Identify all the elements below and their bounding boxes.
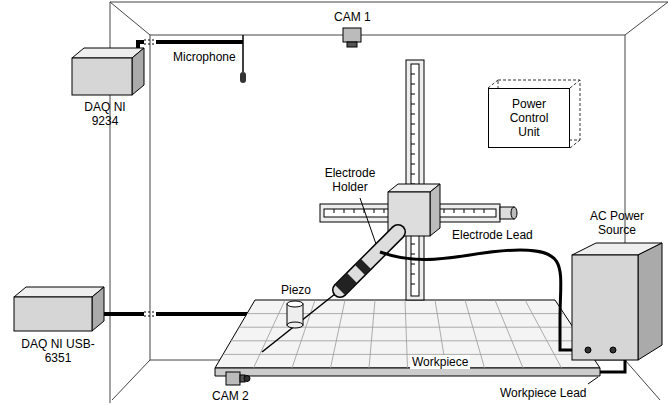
device-label: AC Power Source [582,209,652,237]
enclosure-part [625,360,660,400]
workpiece-plate-part-part [525,300,562,368]
workpiece-plate-part-part [223,354,591,355]
device-face [610,347,616,353]
power-control-depth-part [570,140,580,148]
daq-device: DAQ NI USB-6351 [8,283,108,378]
enclosure [110,2,668,403]
device-face [92,287,104,331]
part-label: Workpiece Lead [500,386,587,400]
gantry-part [511,207,517,219]
device-label: Power Control Unit [499,97,559,139]
device-face [14,287,104,297]
enclosure-part [110,2,150,35]
electrode-holder-part [340,232,398,290]
leader-lines-part [360,198,376,244]
cam2-camera [226,372,250,385]
part-label: Workpiece [410,355,470,369]
workpiece-plate-part-part [369,300,375,368]
power-control-depth [488,80,580,148]
power-control-depth-part [570,80,580,88]
piezo-part [287,322,303,328]
cam2-camera-part [244,376,250,382]
leads-part [380,250,588,350]
enclosure-part [110,2,668,3]
part-label: Piezo [281,283,311,297]
power-control-depth-part [488,80,498,88]
workpiece-plate-part [215,368,600,376]
daq-cables-part [104,312,144,316]
cam1-camera-part [347,42,357,47]
enclosure-part [625,2,668,35]
device-face [638,243,662,360]
gantry-part [411,74,415,284]
device-face [585,347,591,353]
enclosure-part [112,360,150,400]
workpiece-plate-part-part [231,340,582,341]
gantry-part [430,184,440,236]
part-label: Microphone [173,50,236,64]
leader-lines-part [588,377,598,384]
workpiece-plate [215,300,600,376]
gantry-part [411,64,419,296]
daq-cables-part [156,40,243,44]
workpiece-plate-part [223,300,591,368]
daq-cables-part [144,316,156,317]
electrode-holder-part [360,264,366,270]
daq-device: DAQ NI 9234 [62,40,148,140]
part-label: Electrode Holder [320,166,380,194]
part-label: CAM 2 [212,389,249,403]
electrode-holder-part [340,232,398,290]
device-label: DAQ NI USB-6351 [18,337,98,365]
leader-lines [360,198,598,384]
device-face [132,48,144,95]
electrode-holder-part [262,290,340,352]
workpiece-plate-part-part [405,300,408,368]
daq-cables-part [144,44,156,45]
part-label: CAM 1 [334,10,371,24]
cam2-camera-part [226,372,240,385]
power-source: AC Power Source [568,205,666,365]
workpiece-plate-part [215,300,600,368]
device-face [14,297,92,331]
workpiece-plate-part-part [331,300,346,368]
piezo-part [287,301,303,307]
cam1-camera [343,28,361,47]
electrode-holder [262,232,398,352]
microphone-part [240,72,246,83]
workpiece-plate-part-part [254,300,286,368]
part-label: Electrode Lead [452,228,533,242]
electrode-holder-part [340,278,352,290]
gantry-part [406,60,424,300]
workpiece-plate-part-part [495,300,523,368]
device-face [72,58,132,95]
device-face [572,255,638,360]
control-unit-box: Power Control Unit [488,88,570,148]
device-label: DAQ NI 9234 [75,100,135,128]
daq-cables-part [144,312,156,313]
piezo [287,301,303,328]
daq-cables-part [144,40,156,41]
cam1-camera-part [343,28,361,42]
